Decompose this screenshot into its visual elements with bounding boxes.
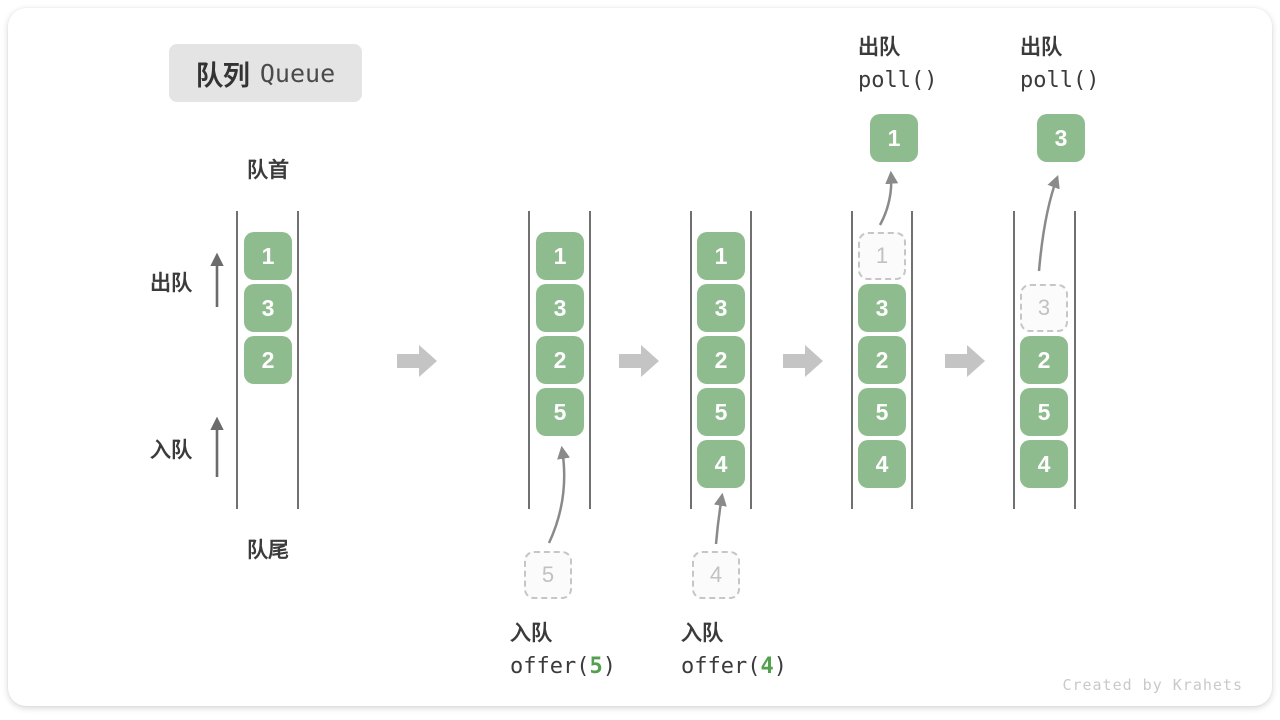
poll-annotation-2: 出队 poll() — [1020, 31, 1099, 93]
queue-cell-3: 3 — [244, 284, 292, 332]
queue-cell-ghost-5: 5 — [524, 551, 572, 599]
queue-cell-3: 3 — [697, 284, 745, 332]
queue-rear-label: 队尾 — [247, 539, 289, 562]
offer-code: offer(4) — [681, 654, 787, 679]
queue-cell-2: 2 — [1020, 336, 1068, 384]
queue-cell-3: 3 — [858, 284, 906, 332]
queue-cell-4: 4 — [697, 440, 745, 488]
dequeue-flow-arrow — [878, 170, 899, 226]
queue-cell-2: 2 — [697, 336, 745, 384]
code-arg: 5 — [589, 654, 603, 679]
queue-cell-ghost-4: 4 — [692, 551, 740, 599]
enqueue-label: 入队 — [681, 622, 723, 645]
dequeue-side-label: 出队 — [150, 272, 192, 295]
enqueue-label: 入队 — [510, 622, 552, 645]
offer-annotation-2: 入队 offer(4) — [681, 617, 787, 679]
right-block-arrow-icon — [397, 345, 437, 377]
queue-cell-1: 1 — [870, 114, 918, 162]
enqueue-flow-arrow — [547, 445, 570, 544]
dequeue-label: 出队 — [1020, 36, 1062, 59]
queue-cell-3: 3 — [536, 284, 584, 332]
flow-arrows — [547, 170, 1060, 545]
queue-cell-1: 1 — [244, 232, 292, 280]
queue-cell-5: 5 — [1020, 388, 1068, 436]
enqueue-side-label: 入队 — [150, 439, 192, 462]
queue-cell-2: 2 — [858, 336, 906, 384]
right-block-arrow-icon — [619, 345, 659, 377]
queue-cell-5: 5 — [697, 388, 745, 436]
poll-code: poll() — [1020, 68, 1100, 93]
offer-annotation-1: 入队 offer(5) — [510, 617, 616, 679]
poll-annotation-1: 出队 poll() — [858, 31, 937, 93]
code-arg: 4 — [760, 654, 774, 679]
title-box: 队列 Queue — [169, 44, 362, 102]
queue-cell-5: 5 — [536, 388, 584, 436]
title-zh: 队列 — [195, 60, 250, 91]
right-block-arrow-icon — [945, 345, 985, 377]
queue-cell-1: 1 — [697, 232, 745, 280]
dequeue-flow-arrow — [1037, 174, 1060, 272]
title-en: Queue — [259, 58, 336, 88]
queue-cell-5: 5 — [858, 388, 906, 436]
queue-cell-3: 3 — [1037, 114, 1085, 162]
queue-cell-2: 2 — [536, 336, 584, 384]
right-block-arrow-icon — [783, 345, 823, 377]
state-transition-arrows — [397, 345, 985, 377]
offer-code: offer(5) — [510, 654, 616, 679]
queue-channel-lines — [236, 211, 1076, 509]
queue-cell-ghost-1: 1 — [858, 232, 906, 280]
poll-code: poll() — [858, 68, 938, 93]
queue-front-label: 队首 — [247, 159, 289, 182]
queue-cell-ghost-3: 3 — [1020, 284, 1068, 332]
code-pre: offer( — [681, 654, 761, 679]
queue-cell-2: 2 — [244, 336, 292, 384]
dequeue-label: 出队 — [858, 36, 900, 59]
watermark: Created by Krahets — [1062, 676, 1243, 694]
enqueue-flow-arrow — [713, 492, 727, 545]
queue-cell-4: 4 — [858, 440, 906, 488]
code-post: ) — [773, 654, 787, 679]
queue-cell-1: 1 — [536, 232, 584, 280]
code-pre: offer( — [510, 654, 590, 679]
queue-cell-4: 4 — [1020, 440, 1068, 488]
code-post: ) — [602, 654, 616, 679]
